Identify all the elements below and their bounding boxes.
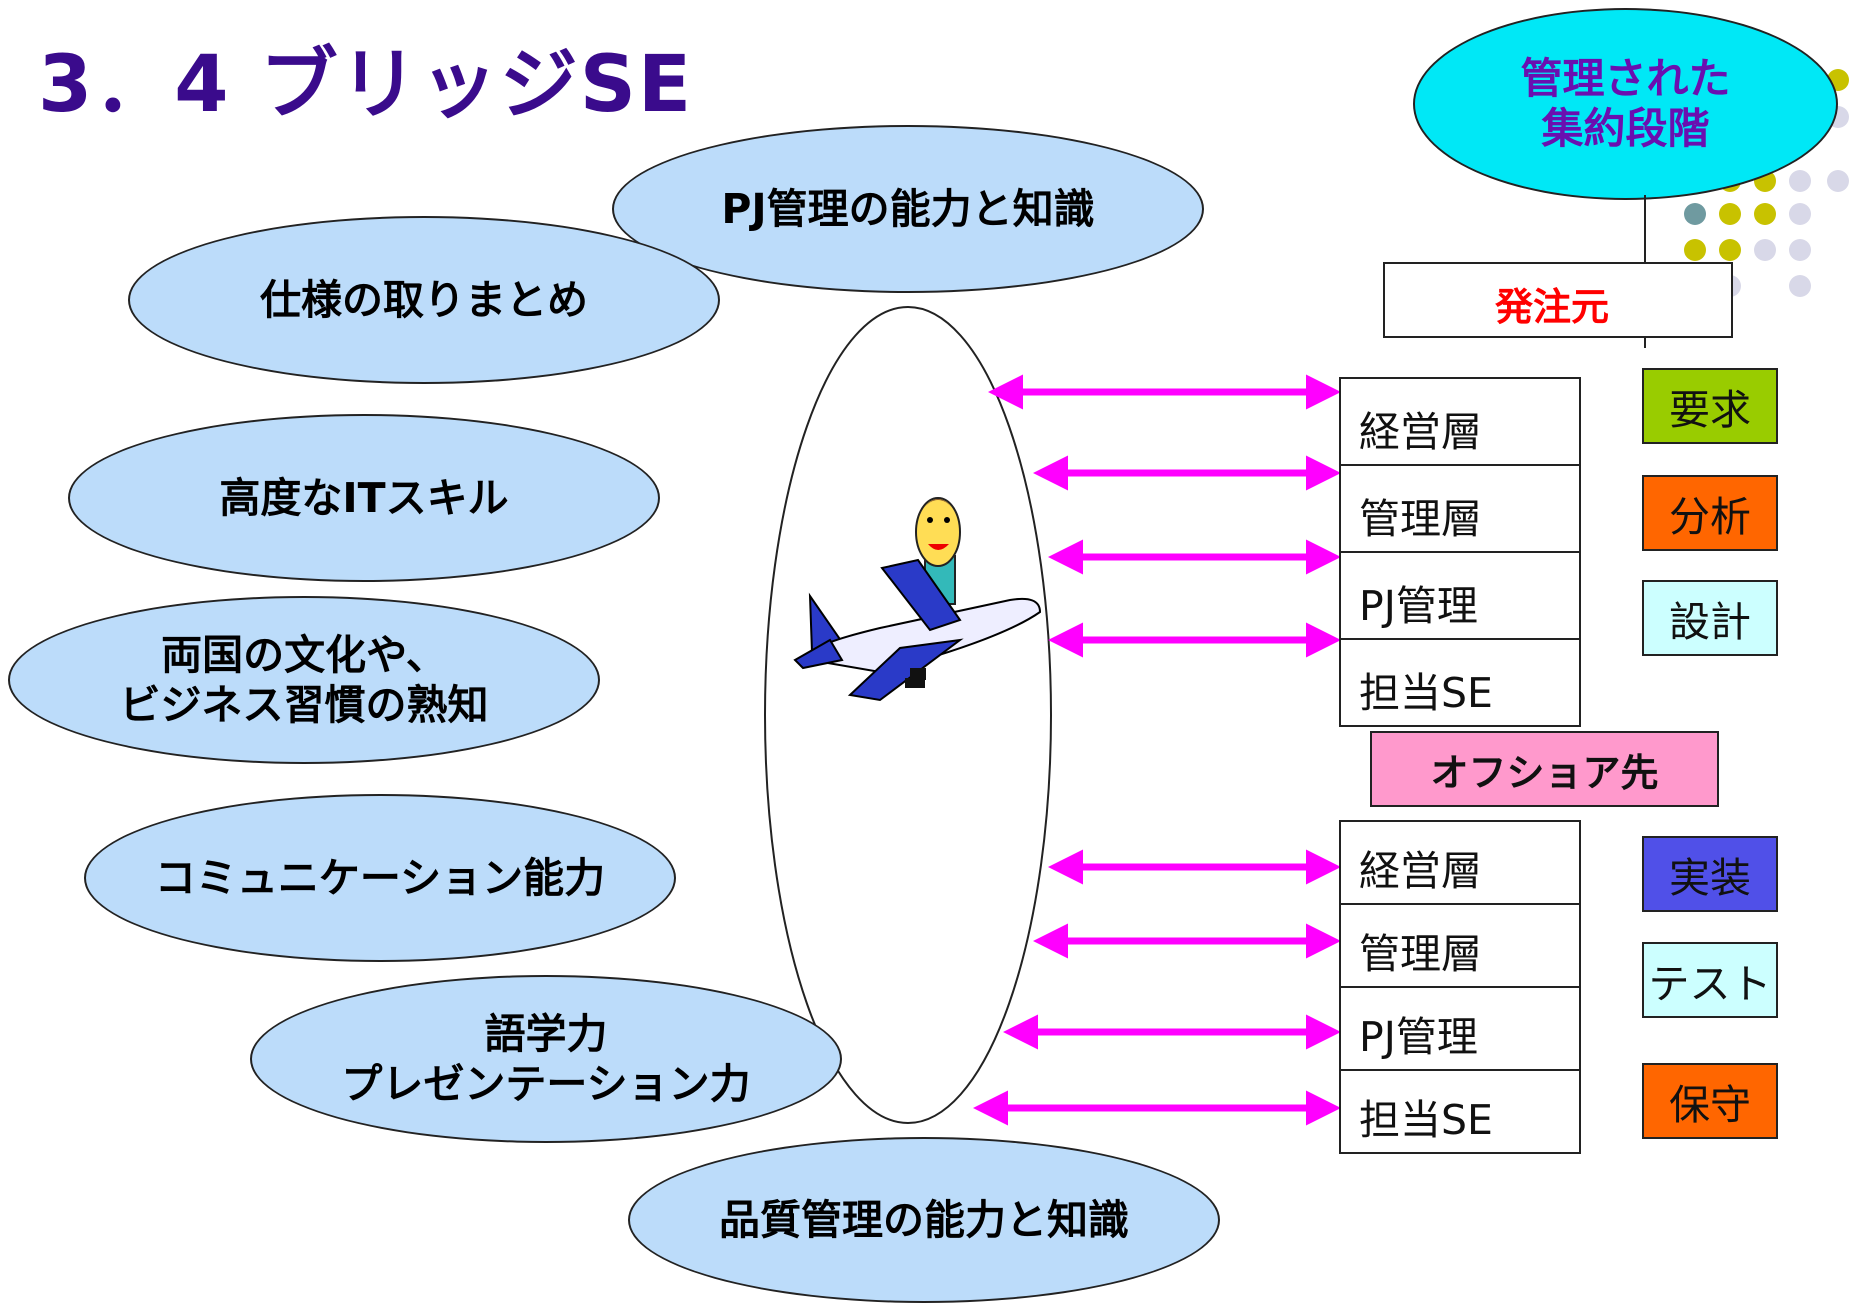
offshore-layer-se: 担当SE xyxy=(1339,1069,1581,1154)
decorative-dot xyxy=(1789,170,1811,192)
goal-line-2: 集約段階 xyxy=(1541,104,1710,153)
skill-language-presentation: 語学力 プレゼンテーション力 xyxy=(250,975,842,1143)
phase-maintenance: 保守 xyxy=(1642,1063,1778,1139)
skill-culture-knowledge: 両国の文化や、 ビジネス習慣の熟知 xyxy=(8,596,600,764)
offshore-layer-pj-management: PJ管理 xyxy=(1339,986,1581,1071)
skill-comm-label: コミュニケーション能力 xyxy=(154,853,606,902)
decorative-dot xyxy=(1684,239,1706,261)
skill-spec-summary: 仕様の取りまとめ xyxy=(128,216,720,384)
offshore-layer-management: 管理層 xyxy=(1339,903,1581,988)
skill-lang-line-2: プレゼンテーション力 xyxy=(341,1060,751,1108)
skill-quality-management: 品質管理の能力と知識 xyxy=(628,1137,1220,1303)
phase-requirements: 要求 xyxy=(1642,368,1778,444)
skill-pj-label: PJ管理の能力と知識 xyxy=(721,184,1095,233)
page-title: 3．4 ブリッジSE xyxy=(38,40,694,130)
goal-stage-ellipse: 管理された 集約段階 xyxy=(1413,8,1838,200)
client-label: 発注元 xyxy=(1495,285,1610,329)
decorative-dot xyxy=(1684,203,1706,225)
skill-communication: コミュニケーション能力 xyxy=(84,794,676,962)
decorative-dot xyxy=(1754,239,1776,261)
client-layer-pj-management: PJ管理 xyxy=(1339,551,1581,640)
bridge-se-ellipse xyxy=(764,306,1052,1124)
client-layer-executive: 経営層 xyxy=(1339,377,1581,466)
offshore-label-box: オフショア先 xyxy=(1370,731,1719,807)
offshore-layer-executive: 経営層 xyxy=(1339,820,1581,905)
skill-advanced-it: 高度なITスキル xyxy=(68,414,660,582)
skill-it-label: 高度なITスキル xyxy=(219,473,509,522)
decorative-dot xyxy=(1827,29,1849,51)
skill-culture-line-1: 両国の文化や、 xyxy=(161,630,447,679)
phase-analysis: 分析 xyxy=(1642,475,1778,551)
decorative-dot xyxy=(1789,203,1811,225)
phase-implementation: 実装 xyxy=(1642,836,1778,912)
decorative-dot xyxy=(1789,239,1811,261)
decorative-dot xyxy=(1754,203,1776,225)
goal-line-1: 管理された xyxy=(1520,53,1731,103)
skill-culture-line-2: ビジネス習慣の熟知 xyxy=(119,681,489,729)
decorative-dot xyxy=(1719,239,1741,261)
decorative-dot xyxy=(1719,203,1741,225)
airplane-with-bridge-se-icon xyxy=(793,497,1042,702)
skill-pj-management: PJ管理の能力と知識 xyxy=(612,125,1204,293)
client-layer-se: 担当SE xyxy=(1339,638,1581,727)
decorative-dot xyxy=(1789,275,1811,297)
phase-design: 設計 xyxy=(1642,580,1778,656)
skill-qa-label: 品質管理の能力と知識 xyxy=(719,1195,1129,1244)
skill-lang-line-1: 語学力 xyxy=(484,1009,608,1058)
phase-testing: テスト xyxy=(1642,942,1778,1018)
decorative-dot xyxy=(1827,170,1849,192)
client-layer-management: 管理層 xyxy=(1339,464,1581,553)
skill-spec-label: 仕様の取りまとめ xyxy=(260,275,588,324)
client-label-box: 発注元 xyxy=(1383,262,1733,338)
